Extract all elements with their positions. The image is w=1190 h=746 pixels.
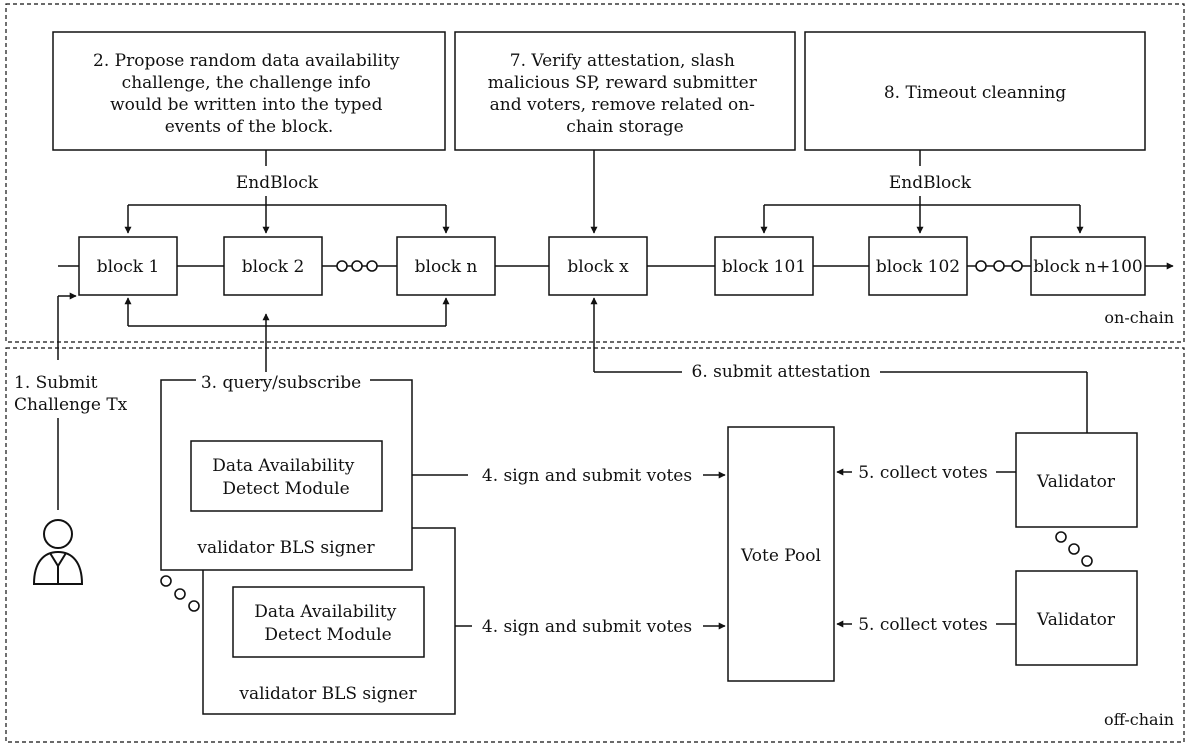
block-101-label: block 101 [722, 257, 806, 277]
on-chain-zone [5, 3, 1185, 343]
endblock-right-label: EndBlock [889, 173, 972, 193]
ellipsis-dot [1011, 260, 1023, 272]
da-module-top-label: Data Availability Detect Module [212, 456, 360, 499]
stack-dot [1055, 531, 1067, 543]
block-102-label: block 102 [876, 257, 960, 277]
block-n [396, 236, 496, 296]
signer-top-label: validator BLS signer [196, 538, 375, 558]
vote-pool-label: Vote Pool [740, 546, 821, 566]
stack-dot [188, 600, 200, 612]
step4-bottom-text: 4. sign and submit votes [482, 617, 692, 637]
block-1 [78, 236, 178, 296]
endblock-left-label: EndBlock [236, 173, 319, 193]
block-n-plus-100-label: block n+100 [1033, 257, 1142, 277]
validator-bottom [1015, 570, 1138, 666]
stack-dot [174, 588, 186, 600]
step6-text: 6. submit attestation [692, 362, 871, 382]
step2-text: 2. Propose random data availability chal… [93, 51, 405, 137]
block-102 [868, 236, 968, 296]
vote-pool [727, 426, 835, 682]
ellipsis-dot [336, 260, 348, 272]
ellipsis-dot [975, 260, 987, 272]
validator-bottom-label: Validator [1036, 610, 1116, 630]
on-chain-label: on-chain [1104, 308, 1174, 327]
validator-top [1015, 432, 1138, 528]
off-chain-zone [5, 347, 1185, 743]
stack-dot [160, 575, 172, 587]
block-x-label: block x [567, 257, 629, 277]
block-1-label: block 1 [97, 257, 160, 277]
step4-top-text: 4. sign and submit votes [482, 466, 692, 486]
block-101 [714, 236, 814, 296]
block-2-label: block 2 [242, 257, 305, 277]
step3-text: 3. query/subscribe [201, 373, 361, 393]
user-icon [32, 519, 84, 585]
block-n-label: block n [415, 257, 478, 277]
step5-top-text: 5. collect votes [858, 463, 988, 483]
step8-box [804, 31, 1146, 151]
da-module-top [190, 440, 383, 512]
step1-text: 1. Submit Challenge Tx [14, 373, 128, 415]
query-label-bg [196, 372, 370, 392]
da-module-bottom [232, 586, 425, 658]
step2-box [52, 31, 446, 151]
block-x [548, 236, 648, 296]
da-module-bottom-label: Data Availability Detect Module [254, 602, 402, 645]
validator-top-label: Validator [1036, 472, 1116, 492]
ellipsis-dot [351, 260, 363, 272]
signer-bottom-label: validator BLS signer [238, 684, 417, 704]
step8-text: 8. Timeout cleanning [884, 83, 1066, 103]
off-chain-label: off-chain [1104, 710, 1174, 729]
block-n-plus-100 [1030, 236, 1146, 296]
step5-bottom-text: 5. collect votes [858, 615, 988, 635]
step7-box [454, 31, 796, 151]
stack-dot [1081, 555, 1093, 567]
block-2 [223, 236, 323, 296]
ellipsis-dot [366, 260, 378, 272]
stack-dot [1068, 543, 1080, 555]
step7-text: 7. Verify attestation, slash malicious S… [488, 51, 763, 137]
ellipsis-dot [993, 260, 1005, 272]
